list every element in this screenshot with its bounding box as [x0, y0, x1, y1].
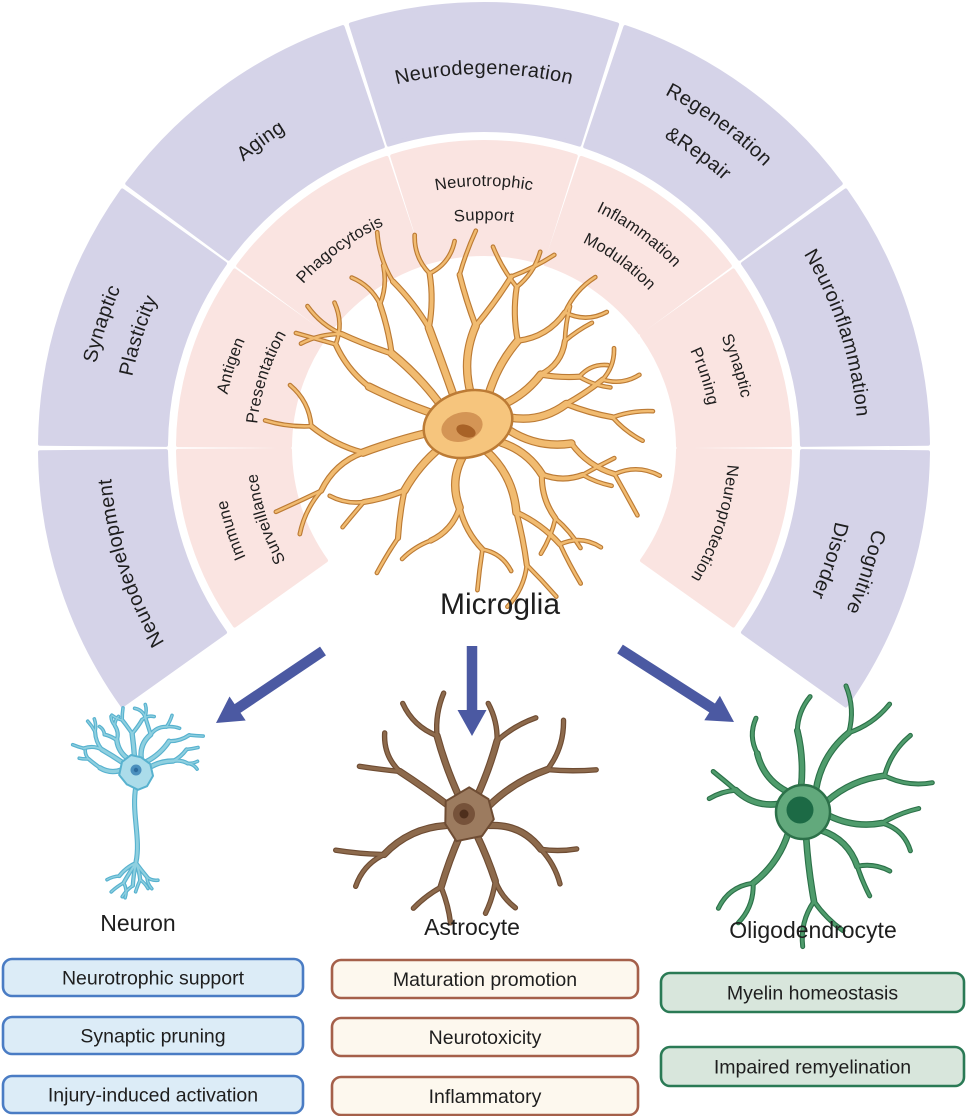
neuron-function-box-synaptic-pruning: Synaptic pruning [1, 1015, 305, 1056]
outer-segment-neuroinflammation [741, 188, 930, 447]
function-box-frame [1, 1015, 305, 1056]
function-box-label: Myelin homeostasis [727, 983, 898, 1005]
inner-segment-neurotrophic-support-label-line2: Support [453, 206, 515, 226]
outer-segment-synaptic-plasticity [38, 188, 227, 447]
astrocyte-nucleolus [459, 809, 469, 819]
oligodendrocyte-label: Oligodendrocyte [729, 917, 897, 943]
oligodendrocyte-function-box-impaired-remyelination: Impaired remyelination [659, 1045, 966, 1088]
function-box-frame [1, 1074, 305, 1115]
astrocyte-illustration [333, 690, 599, 926]
outer-segment-neurodegeneration [348, 1, 620, 147]
neuron-function-box-neurotrophic-support: Neurotrophic support [1, 957, 305, 998]
arrow-to-oligodendrocyte [617, 644, 734, 722]
inner-segment-neuroprotection [640, 447, 792, 628]
arrows-group [216, 644, 734, 736]
inner-segment-neurotrophic-support [390, 140, 578, 265]
oligodendrocyte-processes [706, 683, 935, 950]
function-box-label: Maturation promotion [393, 969, 577, 991]
neuron-illustration [70, 702, 205, 900]
function-box-label: Inflammatory [429, 1086, 542, 1108]
astrocyte-function-box-inflammatory: Inflammatory [330, 1075, 640, 1116]
function-box-frame [330, 1075, 640, 1116]
function-box-label: Neurotoxicity [429, 1027, 542, 1049]
microglia-nucleolus [456, 424, 476, 438]
microglia-function-sunburst: NeurodevelopmentSynapticPlasticityAgingN… [38, 1, 930, 708]
inner-segment-synaptic-pruning [640, 268, 792, 449]
function-box-label: Injury-induced activation [48, 1085, 258, 1107]
neuron-nucleolus [133, 767, 139, 773]
function-box-frame [1, 957, 305, 998]
function-box-frame [659, 1045, 966, 1088]
inner-segment-neurotrophic-support-label-line1: Neurotrophic [433, 172, 534, 194]
outer-segment-aging [125, 25, 385, 261]
astrocyte-label: Astrocyte [424, 914, 520, 940]
oligodendrocyte-nucleus [786, 796, 814, 824]
oligodendrocyte-function-box-myelin-homeostasis: Myelin homeostasis [659, 971, 966, 1014]
arrow-to-neuron [216, 646, 326, 723]
astrocyte-function-box-maturation-promotion: Maturation promotion [330, 958, 640, 1000]
outer-segment-cognitive-disorder [741, 449, 930, 708]
function-box-frame [659, 971, 966, 1014]
outer-segment-neurodevelopment [38, 449, 227, 708]
microglia-cell-illustration [262, 228, 663, 610]
outer-segment-regeneration-repair [583, 25, 843, 261]
arrow-to-astrocyte [457, 646, 487, 736]
function-box-label: Impaired remyelination [714, 1057, 911, 1079]
inner-segment-antigen-presentation [176, 268, 328, 449]
cell-name-labels: Neuron Astrocyte Oligodendrocyte [100, 910, 896, 943]
function-box-frame [330, 1016, 640, 1058]
neuron-function-box-injury-induced-activation: Injury-induced activation [1, 1074, 305, 1115]
target-cells-illustrations [70, 683, 935, 950]
neuron-processes [70, 702, 205, 900]
microglia-processes [262, 228, 663, 610]
inner-segment-phagocytosis [236, 155, 425, 335]
inner-segment-immune-surveillance [176, 447, 328, 628]
astrocyte-function-box-neurotoxicity: Neurotoxicity [330, 1016, 640, 1058]
function-box-label: Synaptic pruning [80, 1026, 225, 1048]
inner-segment-inflammation-modulation [543, 155, 732, 335]
function-box-label: Neurotrophic support [62, 968, 245, 990]
oligodendrocyte-illustration [706, 683, 935, 950]
microglia-label: Microglia [440, 588, 560, 621]
neuron-label: Neuron [100, 910, 175, 936]
function-box-frame [330, 958, 640, 1000]
astrocyte-processes [333, 690, 599, 926]
